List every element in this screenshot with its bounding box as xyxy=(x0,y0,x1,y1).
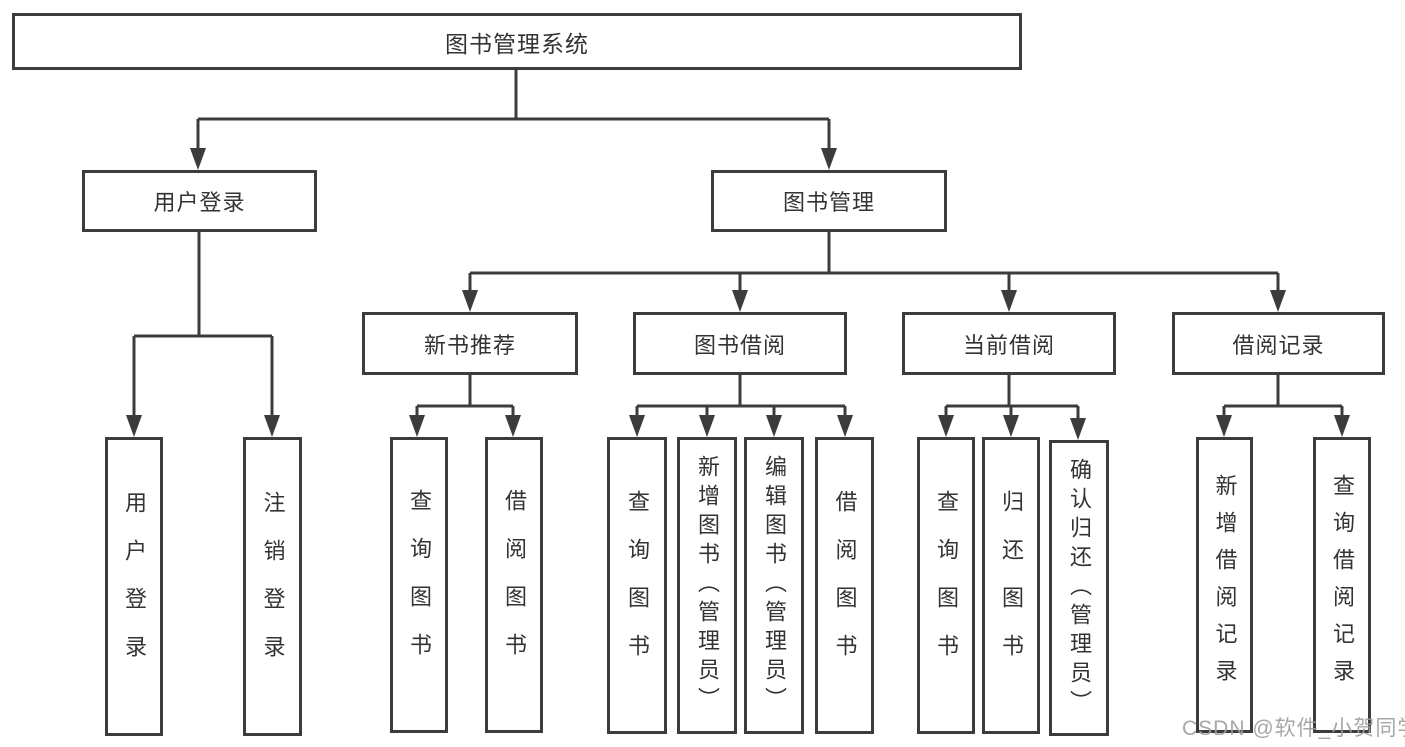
arrowhead-icon xyxy=(837,415,853,437)
leaf-label: 用户登录 xyxy=(122,490,147,683)
node-label: 用户登录 xyxy=(153,190,246,215)
leaf-borrowing-query-books: 查询图书 xyxy=(607,437,667,734)
node-label: 图书借阅 xyxy=(693,332,786,358)
leaf-borrowing-borrow-books: 借阅图书 xyxy=(815,437,874,734)
leaf-current-query-books: 查询图书 xyxy=(917,437,975,734)
arrowhead-icon xyxy=(1334,415,1350,437)
leaf-label: 借阅图书 xyxy=(502,489,527,681)
leaf-label: 查询图书 xyxy=(407,489,432,681)
node-book-borrowing: 图书借阅 xyxy=(633,312,847,375)
node-borrow-records: 借阅记录 xyxy=(1172,312,1385,375)
arrowhead-icon xyxy=(699,415,715,437)
arrowhead-icon xyxy=(732,290,748,312)
leaf-label: 归还图书 xyxy=(999,489,1024,682)
leaf-user-login: 用户登录 xyxy=(105,437,163,736)
leaf-recommend-borrow-books: 借阅图书 xyxy=(485,437,543,733)
arrowhead-icon xyxy=(938,415,954,437)
leaf-current-confirm-return-admin: 确认归还（管理员） xyxy=(1049,440,1109,736)
arrowhead-icon xyxy=(1070,418,1086,440)
leaf-label: 查询图书 xyxy=(625,489,650,682)
leaf-records-add-record: 新增借阅记录 xyxy=(1196,437,1253,733)
arrowhead-icon xyxy=(629,415,645,437)
node-user-login: 用户登录 xyxy=(82,170,317,232)
leaf-borrowing-add-books-admin: 新增图书（管理员） xyxy=(677,437,737,734)
leaf-label: 新增借阅记录 xyxy=(1212,474,1238,696)
node-label: 新书推荐 xyxy=(423,332,516,358)
connector-path xyxy=(132,69,1344,423)
arrowhead-icon xyxy=(126,415,142,437)
leaf-label: 确认归还（管理员） xyxy=(1067,457,1092,719)
leaf-label: 查询图书 xyxy=(934,489,959,682)
leaf-label: 编辑图书（管理员） xyxy=(762,455,787,716)
arrowhead-icon xyxy=(1003,415,1019,437)
arrowheads xyxy=(126,148,1350,440)
leaf-logout: 注销登录 xyxy=(243,437,302,736)
leaf-recommend-query-books: 查询图书 xyxy=(390,437,448,733)
arrowhead-icon xyxy=(1216,415,1232,437)
node-label: 当前借阅 xyxy=(962,332,1055,358)
arrowhead-icon xyxy=(766,415,782,437)
arrowhead-icon xyxy=(190,148,206,170)
leaf-label: 新增图书（管理员） xyxy=(695,455,720,716)
arrowhead-icon xyxy=(409,415,425,437)
arrowhead-icon xyxy=(505,415,521,437)
arrowhead-icon xyxy=(1270,290,1286,312)
leaf-borrowing-edit-books-admin: 编辑图书（管理员） xyxy=(744,437,804,734)
leaf-label: 借阅图书 xyxy=(832,489,858,682)
leaf-label: 注销登录 xyxy=(260,490,286,683)
node-label: 图书管理系统 xyxy=(445,30,589,57)
leaf-current-return-books: 归还图书 xyxy=(982,437,1040,734)
node-book-management: 图书管理 xyxy=(711,170,947,232)
node-label: 借阅记录 xyxy=(1232,332,1325,358)
arrowhead-icon xyxy=(462,290,478,312)
node-label: 图书管理 xyxy=(782,190,875,215)
arrowhead-icon xyxy=(1001,290,1017,312)
node-new-book-recommend: 新书推荐 xyxy=(362,312,578,375)
arrowhead-icon xyxy=(264,415,280,437)
leaf-label: 查询借阅记录 xyxy=(1330,474,1355,696)
node-current-borrowing: 当前借阅 xyxy=(902,312,1116,375)
csdn-watermark: CSDN @软件_小贺同学 xyxy=(1182,717,1405,740)
node-library-system: 图书管理系统 xyxy=(12,13,1022,70)
arrowhead-icon xyxy=(821,148,837,170)
leaf-records-query-record: 查询借阅记录 xyxy=(1313,437,1371,733)
